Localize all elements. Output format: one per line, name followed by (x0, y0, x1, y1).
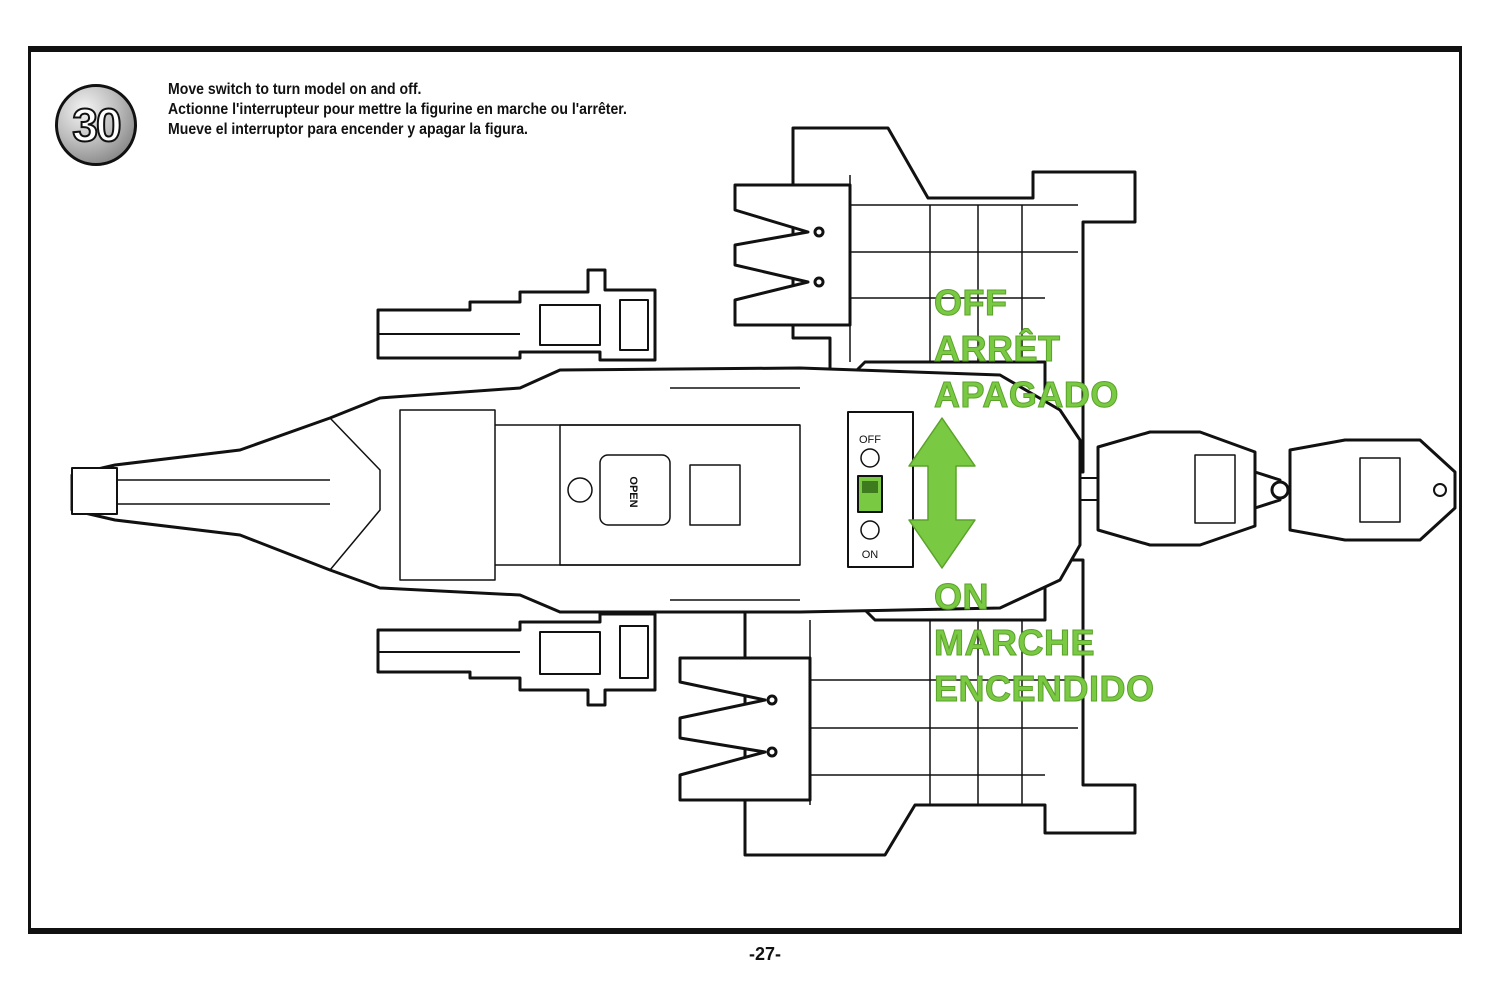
tail-section (1080, 430, 1457, 547)
on-label-english: ON (934, 576, 989, 618)
lower-wing (678, 558, 1137, 857)
instruction-spanish: Mueve el interruptor para encender y apa… (168, 121, 528, 138)
upper-wing (733, 126, 1137, 474)
upper-arm (376, 268, 657, 362)
instruction-english: Move switch to turn model on and off. (168, 81, 422, 98)
open-label: OPEN (627, 476, 639, 507)
on-label-french: MARCHE (934, 622, 1095, 664)
page-frame (28, 46, 1462, 934)
switch-panel: OFF ON (847, 411, 914, 568)
switch-off-text: OFF (859, 434, 881, 446)
main-body: OPEN (70, 366, 1082, 614)
switch-on-text: ON (862, 549, 879, 561)
step-number: 30 (71, 98, 122, 152)
page-number: -27- (748, 944, 781, 964)
off-labels: OFF ARRÊT APAGADO (934, 280, 1119, 418)
on-label-spanish: ENCENDIDO (934, 668, 1155, 710)
lower-arm (376, 612, 657, 707)
step-number-badge: 30 (55, 84, 137, 166)
on-labels: ON MARCHE ENCENDIDO (934, 574, 1155, 712)
off-label-english: OFF (934, 282, 1008, 324)
instructions: Move switch to turn model on and off. Ac… (168, 80, 627, 140)
up-down-arrow (908, 417, 976, 569)
off-label-spanish: APAGADO (934, 374, 1119, 416)
instruction-french: Actionne l'interrupteur pour mettre la f… (168, 101, 627, 118)
off-label-french: ARRÊT (934, 328, 1061, 370)
